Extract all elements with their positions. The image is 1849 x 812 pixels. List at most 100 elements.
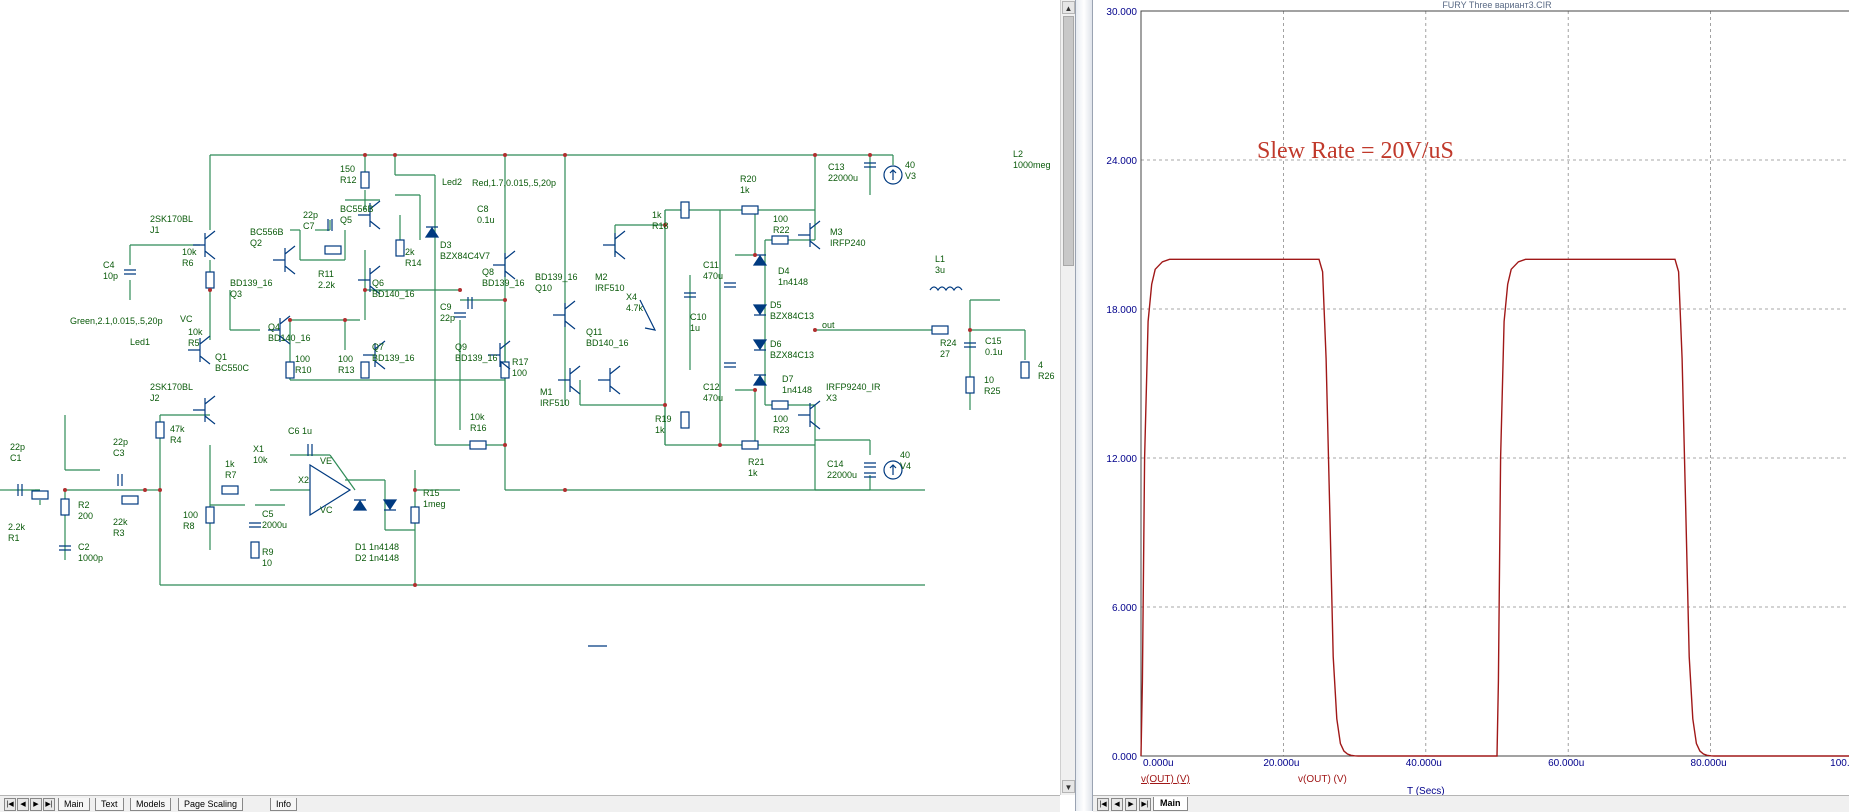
resistor-symbol[interactable]	[205, 271, 215, 289]
capacitor-symbol[interactable]	[864, 162, 876, 168]
tab-page-scaling[interactable]: Page Scaling	[178, 798, 244, 811]
transistor-symbol[interactable]	[558, 365, 581, 395]
capacitor-symbol[interactable]	[864, 472, 876, 478]
resistor-symbol[interactable]	[360, 171, 370, 189]
tab-models[interactable]: Models	[130, 798, 172, 811]
component-label-r6: 10k	[182, 247, 197, 257]
schematic-vertical-scrollbar[interactable]: ▲ ▼	[1060, 0, 1076, 795]
capacitor-symbol[interactable]	[864, 462, 876, 468]
resistor-symbol[interactable]	[410, 506, 420, 524]
transistor-symbol[interactable]	[798, 400, 821, 430]
transistor-symbol[interactable]	[493, 250, 516, 280]
transistor-symbol[interactable]	[358, 200, 381, 230]
capacitor-symbol[interactable]	[59, 545, 71, 551]
first-page-icon[interactable]: |◀	[1097, 798, 1109, 811]
tab-text[interactable]: Text	[95, 798, 124, 811]
component-label-r21: 1k	[748, 468, 758, 478]
capacitor-symbol[interactable]	[724, 362, 736, 368]
potentiometer-symbol[interactable]	[639, 299, 657, 331]
scroll-down-icon[interactable]: ▼	[1062, 780, 1075, 793]
transistor-symbol[interactable]	[273, 245, 296, 275]
resistor-symbol[interactable]	[741, 440, 759, 450]
last-page-icon[interactable]: ▶|	[43, 798, 55, 811]
transistor-symbol[interactable]	[358, 265, 381, 295]
resistor-symbol[interactable]	[741, 205, 759, 215]
resistor-symbol[interactable]	[965, 376, 975, 394]
next-page-icon[interactable]: ▶	[1125, 798, 1137, 811]
transistor-symbol[interactable]	[603, 230, 626, 260]
transistor-symbol[interactable]	[363, 340, 386, 370]
pane-splitter[interactable]	[1075, 0, 1093, 811]
transistor-symbol[interactable]	[268, 315, 291, 345]
component-label-r1: 2.2k	[8, 522, 26, 532]
resistor-symbol[interactable]	[500, 361, 510, 379]
resistor-symbol[interactable]	[285, 361, 295, 379]
capacitor-symbol[interactable]	[724, 282, 736, 288]
resistor-symbol[interactable]	[680, 201, 690, 219]
opamp-symbol[interactable]	[309, 463, 352, 517]
junction-dot	[868, 153, 872, 157]
capacitor-symbol[interactable]	[117, 474, 123, 486]
capacitor-symbol[interactable]	[684, 292, 696, 298]
tab-main[interactable]: Main	[1153, 797, 1188, 811]
capacitor-symbol[interactable]	[124, 269, 136, 275]
resistor-symbol[interactable]	[680, 411, 690, 429]
transistor-symbol[interactable]	[598, 365, 621, 395]
transistor-symbol[interactable]	[193, 395, 216, 425]
resistor-symbol[interactable]	[60, 498, 70, 516]
component-label-r2: R2	[78, 500, 90, 510]
diode-symbol[interactable]	[424, 226, 440, 238]
capacitor-symbol[interactable]	[249, 522, 261, 528]
component-label-r17: 100	[512, 368, 527, 378]
prev-page-icon[interactable]: ◀	[1111, 798, 1123, 811]
resistor-symbol[interactable]	[771, 235, 789, 245]
diode-symbol[interactable]	[752, 339, 768, 351]
resistor-symbol[interactable]	[221, 485, 239, 495]
transistor-symbol[interactable]	[188, 335, 211, 365]
tab-main[interactable]: Main	[58, 798, 90, 811]
diode-symbol[interactable]	[752, 304, 768, 316]
component-label-q5: BC556B	[340, 204, 374, 214]
diode-symbol[interactable]	[382, 499, 398, 511]
schematic-canvas[interactable]: 2SK170BLJ1C410p10kR6BC556BQ222pC7BC556BQ…	[0, 0, 1060, 795]
capacitor-symbol[interactable]	[327, 219, 333, 231]
resistor-symbol[interactable]	[155, 421, 165, 439]
transistor-symbol[interactable]	[193, 230, 216, 260]
resistor-symbol[interactable]	[324, 245, 342, 255]
tab-info[interactable]: Info	[270, 798, 298, 811]
resistor-symbol[interactable]	[31, 490, 49, 500]
resistor-symbol[interactable]	[469, 440, 487, 450]
next-page-icon[interactable]: ▶	[30, 798, 42, 811]
scroll-thumb[interactable]	[1063, 16, 1074, 266]
component-label-r8: R8	[183, 521, 195, 531]
capacitor-symbol[interactable]	[964, 342, 976, 348]
last-page-icon[interactable]: ▶|	[1139, 798, 1151, 811]
capacitor-symbol[interactable]	[454, 312, 466, 318]
resistor-symbol[interactable]	[250, 541, 260, 559]
diode-symbol[interactable]	[352, 499, 368, 511]
prev-page-icon[interactable]: ◀	[17, 798, 29, 811]
inductor-symbol[interactable]	[929, 286, 963, 292]
resistor-symbol[interactable]	[931, 325, 949, 335]
scroll-up-icon[interactable]: ▲	[1062, 1, 1075, 14]
first-page-icon[interactable]: |◀	[4, 798, 16, 811]
component-label-r7: 1k	[225, 459, 235, 469]
component-label-r17: R17	[512, 357, 529, 367]
resistor-symbol[interactable]	[771, 400, 789, 410]
resistor-symbol[interactable]	[395, 239, 405, 257]
resistor-symbol[interactable]	[360, 361, 370, 379]
capacitor-symbol[interactable]	[17, 484, 23, 496]
resistor-symbol[interactable]	[121, 495, 139, 505]
diode-symbol[interactable]	[752, 374, 768, 386]
transistor-symbol[interactable]	[553, 300, 576, 330]
component-label-c10: C10	[690, 312, 707, 322]
resistor-symbol[interactable]	[205, 506, 215, 524]
x-tick-label: 0.000u	[1143, 758, 1174, 769]
capacitor-symbol[interactable]	[467, 297, 473, 309]
capacitor-symbol[interactable]	[307, 444, 313, 456]
transistor-symbol[interactable]	[488, 340, 511, 370]
resistor-symbol[interactable]	[1020, 361, 1030, 379]
transistor-symbol[interactable]	[798, 220, 821, 250]
component-label-x1: 10k	[253, 455, 268, 465]
